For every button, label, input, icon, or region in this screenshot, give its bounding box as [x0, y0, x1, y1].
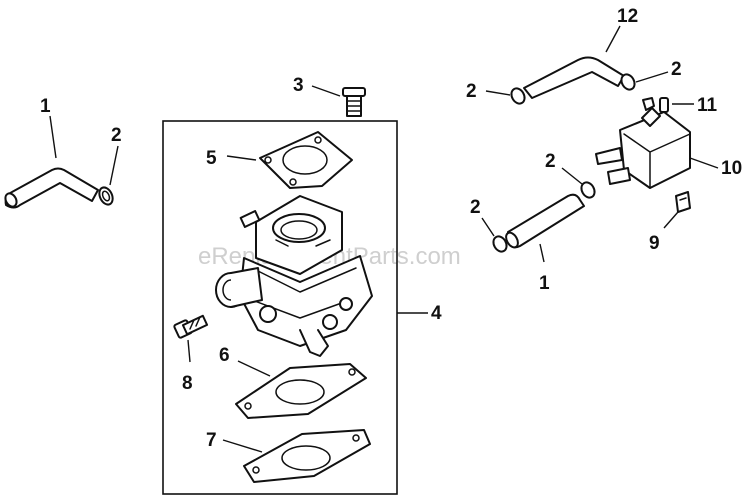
- callout-hose-middle: 1: [539, 273, 550, 294]
- carburetor-body[interactable]: [215, 195, 373, 357]
- leader-clamp-lower: [481, 217, 495, 237]
- callout-clamp-top-right: 2: [671, 59, 682, 80]
- hose-clamp-top-right[interactable]: [619, 72, 637, 92]
- leader-clamp-left: [109, 145, 119, 186]
- leader-hose-top-right: [605, 25, 621, 53]
- fuel-pump[interactable]: [595, 107, 691, 189]
- fitting[interactable]: [642, 97, 669, 113]
- screw-top[interactable]: [342, 87, 366, 117]
- clip[interactable]: [675, 191, 691, 213]
- leader-clamp-middle: [561, 167, 583, 185]
- leader-hose-middle: [539, 243, 545, 263]
- gasket-top[interactable]: [259, 131, 353, 189]
- leader-fuel-pump: [689, 157, 719, 169]
- screw-left[interactable]: [173, 314, 209, 339]
- callout-screw-left: 8: [182, 373, 193, 394]
- leader-gasket-middle: [237, 360, 271, 377]
- leader-gasket-top: [226, 155, 257, 161]
- callout-clamp-middle: 2: [545, 151, 556, 172]
- leader-hose-left: [49, 115, 57, 159]
- leader-screw-left: [187, 339, 191, 363]
- hose-clamp-top-left[interactable]: [509, 86, 527, 106]
- callout-gasket-top: 5: [206, 148, 217, 169]
- callout-hose-left: 1: [40, 96, 51, 117]
- callout-screw-top: 3: [293, 75, 304, 96]
- callout-carburetor: 4: [431, 303, 442, 324]
- fuel-hose-left[interactable]: [3, 167, 99, 209]
- callout-gasket-middle: 6: [219, 345, 230, 366]
- fuel-hose-middle[interactable]: [504, 193, 585, 250]
- callout-gasket-bottom: 7: [206, 430, 217, 451]
- leader-screw-top: [311, 85, 341, 97]
- callout-clamp-left: 2: [111, 125, 122, 146]
- leader-clamp-top-right: [635, 71, 669, 83]
- gasket-middle[interactable]: [235, 363, 367, 419]
- fuel-hose-top-right[interactable]: [523, 56, 625, 99]
- callout-clamp-top-left: 2: [466, 81, 477, 102]
- callout-fuel-pump: 10: [721, 158, 742, 179]
- hose-clamp-lower[interactable]: [491, 234, 509, 254]
- carburetor-assembly-box: [162, 120, 398, 495]
- leader-clamp-top-left: [485, 90, 511, 96]
- callout-clamp-lower: 2: [470, 197, 481, 218]
- callout-clip: 9: [649, 233, 660, 254]
- callout-hose-top-right: 12: [617, 6, 638, 27]
- leader-clip: [663, 211, 679, 229]
- gasket-bottom[interactable]: [243, 429, 371, 483]
- hose-clamp-left[interactable]: [97, 185, 115, 206]
- leader-gasket-bottom: [222, 439, 263, 453]
- callout-fitting: 11: [697, 95, 718, 116]
- hose-clamp-middle[interactable]: [579, 180, 597, 200]
